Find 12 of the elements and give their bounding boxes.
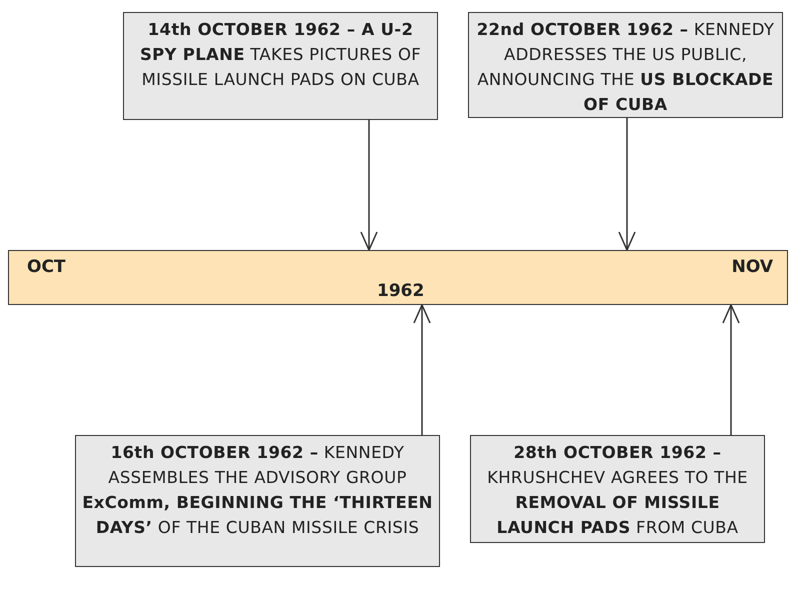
arrow	[722, 304, 740, 435]
event-box: 28th OCTOBER 1962 – KHRUSHCHEV AGREES TO THE REMOVAL OF MISSILE LAUNCH PADS FROM CUBA	[470, 435, 765, 543]
event-box: 14th OCTOBER 1962 – A U-2 SPY PLANE TAKES PICTURES OF MISSILE LAUNCH PADS ON CUBA	[123, 12, 438, 120]
month-label: OCT	[27, 257, 66, 277]
year-label: 1962	[377, 281, 424, 301]
event-box: 22nd OCTOBER 1962 – KENNEDY ADDRESSES THE US PUBLIC, ANNOUNCING THE US BLOCKADE OF CUBA	[468, 12, 783, 118]
arrow	[413, 304, 431, 435]
event-box: 16th OCTOBER 1962 – KENNEDY ASSEMBLES THE ADVISORY GROUP ExComm, BEGINNING THE ‘THIRTEEN DAYS’ OF THE CUBAN MISSILE CRISIS	[75, 435, 440, 567]
arrow	[618, 118, 636, 251]
month-label: NOV	[732, 257, 773, 277]
timeline-bar	[8, 250, 788, 305]
arrow	[360, 120, 378, 251]
